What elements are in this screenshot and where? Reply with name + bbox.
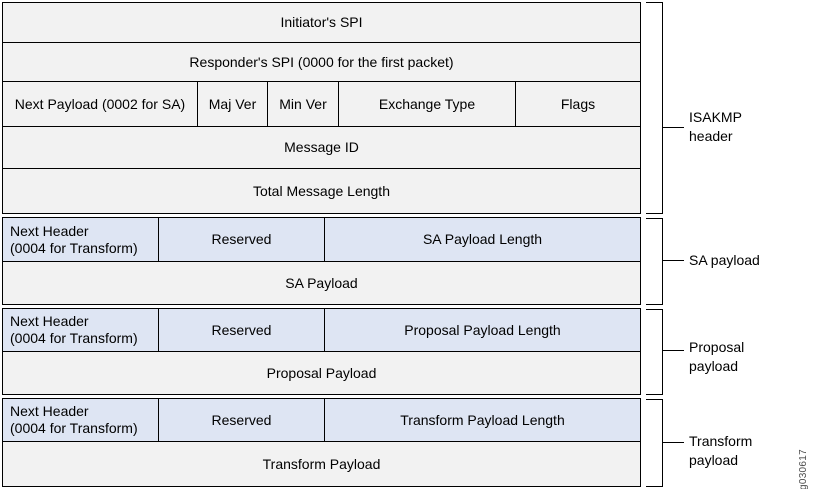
row-initiators-spi: Initiator's SPI bbox=[3, 3, 640, 43]
proposal-payload-bracket bbox=[646, 309, 663, 395]
field-flags: Flags bbox=[516, 82, 640, 126]
proposal-payload-bracket-label: Proposal payload bbox=[689, 339, 745, 374]
field-responders-spi: Responder's SPI (0000 for the first pack… bbox=[3, 43, 640, 81]
row-sa-payload: SA Payload bbox=[3, 262, 640, 304]
isakmp-header-box: Initiator's SPI Responder's SPI (0000 fo… bbox=[2, 2, 641, 214]
row-message-id: Message ID bbox=[3, 127, 640, 169]
field-transform-payload: Transform Payload bbox=[3, 442, 640, 486]
transform-payload-bracket-tick bbox=[662, 442, 684, 443]
row-total-message-length: Total Message Length bbox=[3, 169, 640, 213]
proposal-payload-box: Next Header (0004 for Transform) Reserve… bbox=[2, 308, 641, 395]
field-min-ver: Min Ver bbox=[268, 82, 339, 126]
field-sa-payload: SA Payload bbox=[3, 262, 640, 304]
row-sa-payload-header: Next Header (0004 for Transform) Reserve… bbox=[3, 218, 640, 262]
field-message-id: Message ID bbox=[3, 127, 640, 168]
isakmp-header-bracket-label: ISAKMP header bbox=[689, 109, 742, 144]
figure-id: g030617 bbox=[798, 449, 809, 489]
transform-payload-box: Next Header (0004 for Transform) Reserve… bbox=[2, 398, 641, 487]
proposal-payload-bracket-tick bbox=[662, 350, 684, 351]
field-next-payload: Next Payload (0002 for SA) bbox=[3, 82, 198, 126]
field-proposal-next-header: Next Header (0004 for Transform) bbox=[3, 309, 159, 351]
field-proposal-payload-length: Proposal Payload Length bbox=[325, 309, 640, 351]
field-maj-ver: Maj Ver bbox=[198, 82, 268, 126]
field-proposal-payload: Proposal Payload bbox=[3, 352, 640, 394]
field-sa-payload-length: SA Payload Length bbox=[325, 218, 640, 261]
field-transform-payload-length: Transform Payload Length bbox=[325, 399, 640, 441]
field-transform-next-header: Next Header (0004 for Transform) bbox=[3, 399, 159, 441]
field-sa-next-header: Next Header (0004 for Transform) bbox=[3, 218, 159, 261]
field-exchange-type: Exchange Type bbox=[339, 82, 516, 126]
transform-payload-bracket bbox=[646, 399, 663, 487]
transform-payload-bracket-label: Transform payload bbox=[689, 433, 753, 468]
row-proposal-payload-header: Next Header (0004 for Transform) Reserve… bbox=[3, 309, 640, 352]
row-proposal-payload: Proposal Payload bbox=[3, 352, 640, 394]
isakmp-header-bracket-tick bbox=[662, 127, 684, 128]
field-proposal-reserved: Reserved bbox=[159, 309, 325, 351]
field-transform-reserved: Reserved bbox=[159, 399, 325, 441]
field-sa-reserved: Reserved bbox=[159, 218, 325, 261]
sa-payload-bracket-label: SA payload bbox=[689, 252, 760, 268]
field-initiators-spi: Initiator's SPI bbox=[3, 3, 640, 42]
isakmp-header-bracket bbox=[646, 2, 663, 214]
sa-payload-bracket bbox=[646, 218, 663, 305]
row-responders-spi: Responder's SPI (0000 for the first pack… bbox=[3, 43, 640, 82]
field-total-message-length: Total Message Length bbox=[3, 169, 640, 213]
row-version-exchange-flags: Next Payload (0002 for SA) Maj Ver Min V… bbox=[3, 82, 640, 127]
row-transform-payload: Transform Payload bbox=[3, 442, 640, 486]
sa-payload-bracket-tick bbox=[662, 260, 684, 261]
row-transform-payload-header: Next Header (0004 for Transform) Reserve… bbox=[3, 399, 640, 442]
sa-payload-box: Next Header (0004 for Transform) Reserve… bbox=[2, 217, 641, 305]
